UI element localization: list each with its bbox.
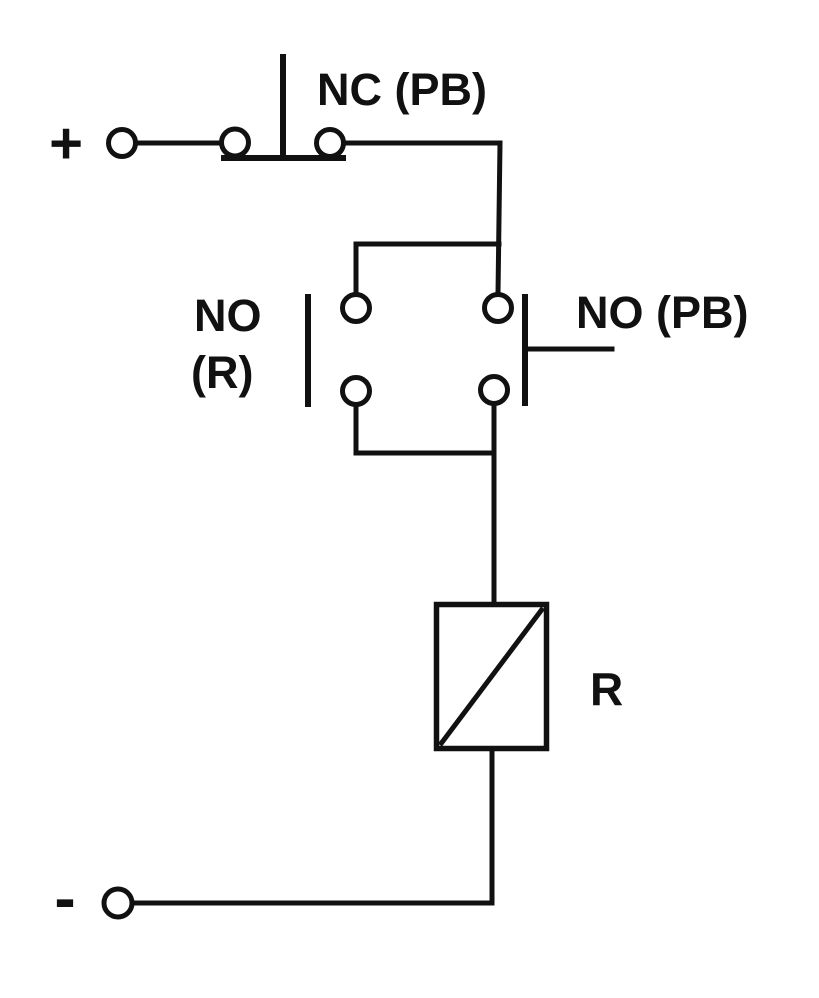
positive-terminal-circle <box>106 127 138 159</box>
wire-nc-pb-to-branch-node <box>341 140 503 297</box>
no-relay-contact-top-circle <box>340 292 372 324</box>
positive-terminal-label: + <box>49 111 83 176</box>
negative-terminal-label: - <box>54 862 75 934</box>
negative-terminal-circle <box>101 886 135 920</box>
nc-pushbutton-right-contact-circle <box>314 127 346 159</box>
wire-branch-bottom-connector <box>353 401 496 456</box>
no-pushbutton-top-contact-circle <box>482 292 514 324</box>
wire-branch-top-connector <box>353 241 502 298</box>
no-relay-contact-label-line1: NO <box>194 290 262 341</box>
nc-pushbutton-label: NC (PB) <box>317 64 487 115</box>
no-relay-contact-bottom-circle <box>340 375 372 407</box>
nc-pushbutton-left-contact-circle <box>219 126 251 159</box>
relay-coil-symbol <box>433 601 550 752</box>
wire-coil-to-negative-terminal <box>127 745 495 906</box>
contact-node-group <box>101 126 514 920</box>
switch-symbol-group <box>221 54 615 407</box>
relay-coil-diagonal <box>438 606 545 747</box>
no-pushbutton-label: NO (PB) <box>576 287 749 338</box>
no-pushbutton-bottom-contact-circle <box>478 374 510 406</box>
relay-coil-label: R <box>590 663 623 715</box>
label-group: + NC (PB) NO (R) NO (PB) R - <box>49 64 748 934</box>
no-relay-contact-label-line2: (R) <box>191 347 253 398</box>
wire-group <box>127 140 503 906</box>
